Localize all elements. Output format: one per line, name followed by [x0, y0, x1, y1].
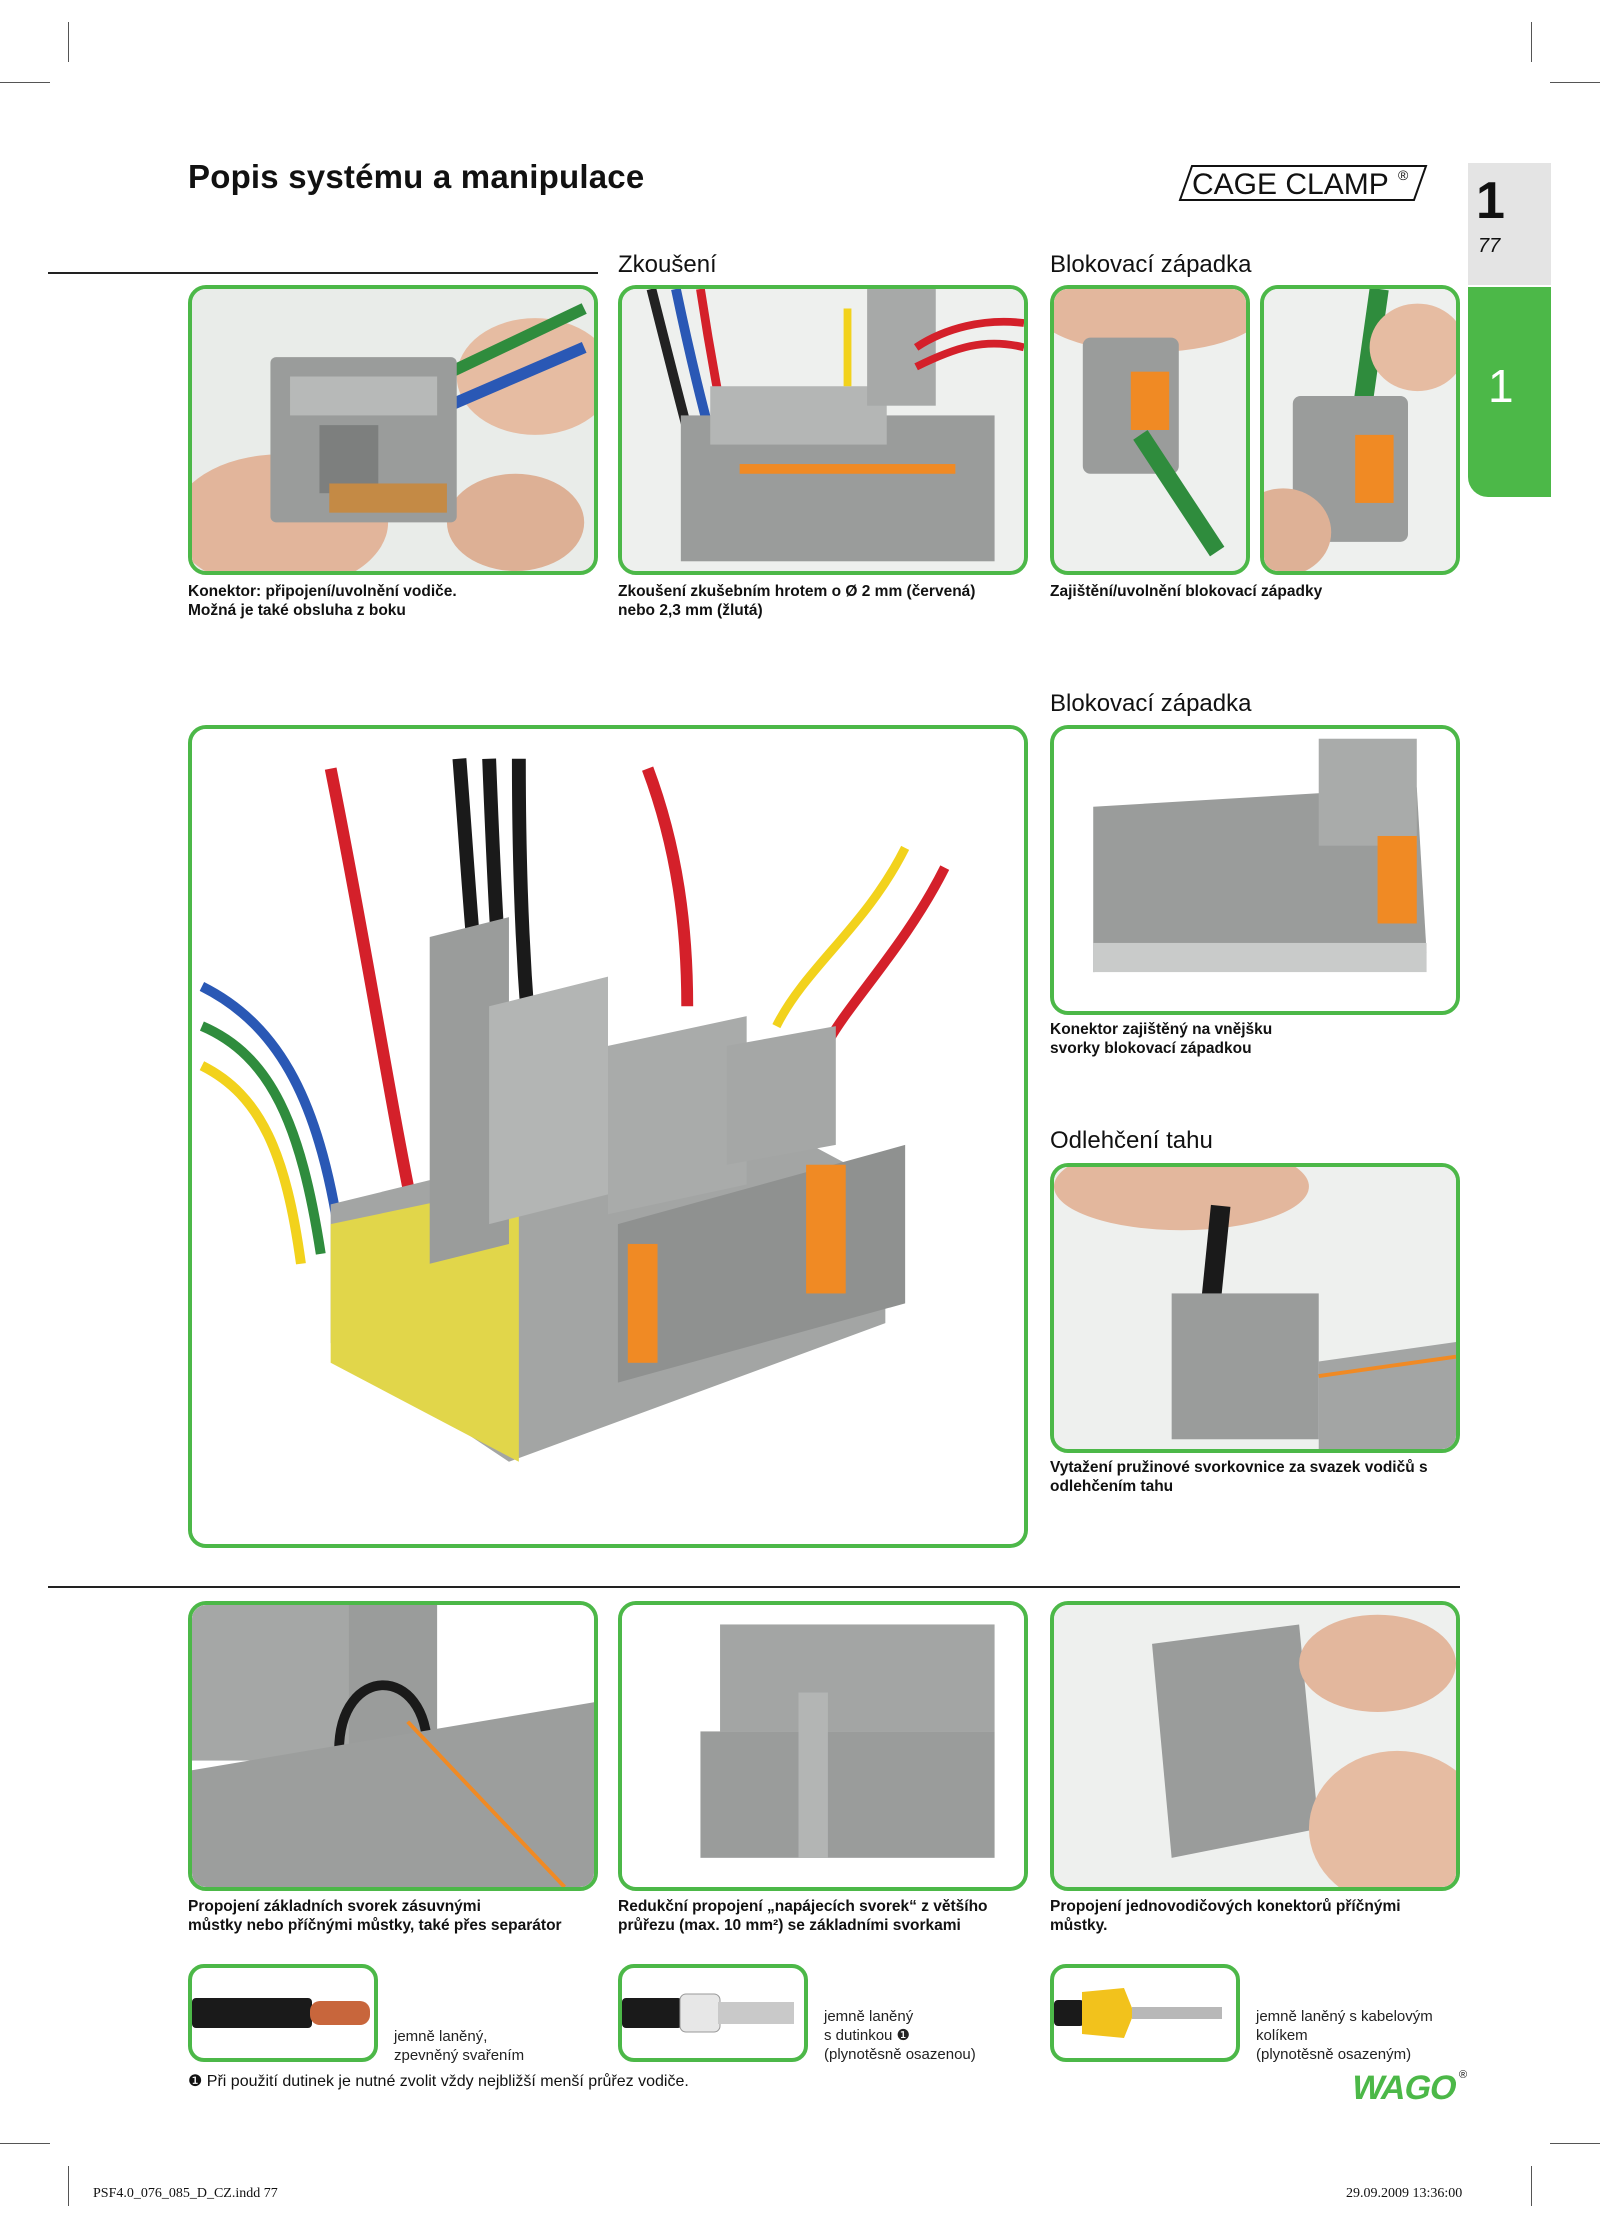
caption-line: můstky nebo příčnými můstky, také přes s… — [188, 1917, 562, 1934]
photo-bridges — [188, 1601, 598, 1891]
pin-terminal-wire-icon — [1050, 1964, 1240, 2062]
section-rule — [48, 272, 598, 274]
caption-line: Propojení základních svorek zásuvnými — [188, 1898, 481, 1915]
photo-testing-probes — [618, 285, 1028, 575]
photo-connector-latched — [1050, 725, 1460, 1015]
caption-line: Konektor: připojení/uvolnění vodiče. — [188, 583, 457, 600]
cage-clamp-logo: CAGE CLAMP ® — [1178, 160, 1428, 206]
wago-logo: WAGO ® — [1343, 2066, 1473, 2111]
caption-line: Konektor zajištěný na vnějšku — [1050, 1021, 1273, 1038]
print-slug-file: PSF4.0_076_085_D_CZ.indd 77 — [93, 2186, 278, 2201]
wire-type-line: jemně laněný s kabelovým — [1256, 2008, 1433, 2025]
photo-latch-tool — [1050, 285, 1250, 575]
wire-type-line: s dutinkou ❶ — [824, 2027, 910, 2044]
photo-single-wire-bridge — [1050, 1601, 1460, 1891]
page-number: 77 — [1478, 235, 1501, 257]
wire-type-line: jemně laněný — [824, 2008, 914, 2025]
wire-type-label: jemně laněný s dutinkou ❶ (plynotěsně os… — [824, 2007, 976, 2064]
heading-locking-latch: Blokovací západka — [1050, 251, 1252, 278]
caption-strain-relief: Vytažení pružinové svorkovnice za svazek… — [1050, 1458, 1428, 1496]
caption-testing: Zkoušení zkušebním hrotem o Ø 2 mm (červ… — [618, 582, 975, 620]
caption-line: nebo 2,3 mm (žlutá) — [618, 602, 763, 619]
wire-type-line: zpevněný svařením — [394, 2047, 525, 2064]
photo-latch-hand — [1260, 285, 1460, 575]
chapter-number: 1 — [1476, 172, 1505, 230]
crop-mark — [1531, 2166, 1532, 2206]
photo-strain-relief — [1050, 1163, 1460, 1453]
caption-line: můstky. — [1050, 1917, 1108, 1934]
wire-type-line: jemně laněný, — [394, 2028, 488, 2045]
wago-logo-text: WAGO — [1348, 2069, 1460, 2106]
crop-mark — [1550, 2143, 1600, 2144]
crop-mark — [0, 2143, 50, 2144]
heading-locking-latch-2: Blokovací západka — [1050, 690, 1252, 717]
caption-reduction: Redukční propojení „napájecích svorek“ z… — [618, 1897, 988, 1935]
caption-line: Zkoušení zkušebním hrotem o Ø 2 mm (červ… — [618, 583, 976, 600]
cage-clamp-logo-text: CAGE CLAMP — [1192, 168, 1389, 201]
caption-line: průřezu (max. 10 mm²) se základními svor… — [618, 1917, 961, 1934]
section-side-tab[interactable]: 1 — [1468, 287, 1551, 497]
wire-type-line: kolíkem — [1256, 2027, 1308, 2044]
wire-type-label: jemně laněný s kabelovým kolíkem (plynot… — [1256, 2007, 1433, 2064]
caption-connector: Konektor: připojení/uvolnění vodiče. Mož… — [188, 582, 457, 620]
caption-line: Zajištění/uvolnění blokovací západky — [1050, 583, 1323, 600]
caption-line: Redukční propojení „napájecích svorek“ z… — [618, 1898, 988, 1915]
caption-line: Vytažení pružinové svorkovnice za svazek… — [1050, 1459, 1428, 1476]
heading-testing: Zkoušení — [618, 251, 717, 278]
registered-mark: ® — [1459, 2069, 1467, 2081]
caption-line: Možná je také obsluha z boku — [188, 602, 406, 619]
caption-single-wire: Propojení jednovodičových konektorů příč… — [1050, 1897, 1401, 1935]
crop-mark — [0, 82, 50, 83]
caption-line: odlehčením tahu — [1050, 1478, 1174, 1495]
photo-reduction-bridge — [618, 1601, 1028, 1891]
footnote: ❶ Při použití dutinek je nutné zvolit vž… — [188, 2073, 689, 2090]
caption-bridges: Propojení základních svorek zásuvnými mů… — [188, 1897, 562, 1935]
print-slug-timestamp: 29.09.2009 13:36:00 — [1346, 2186, 1463, 2201]
page-title: Popis systému a manipulace — [188, 158, 645, 195]
photo-connector-wiring — [188, 285, 598, 575]
crop-mark — [68, 2166, 69, 2206]
wire-type-line: (plynotěsně osazenou) — [824, 2046, 976, 2063]
caption-locking: Zajištění/uvolnění blokovací západky — [1050, 582, 1322, 601]
crop-mark — [68, 22, 69, 62]
wire-type-line: (plynotěsně osazeným) — [1256, 2046, 1412, 2063]
crop-mark — [1531, 22, 1532, 62]
caption-line: Propojení jednovodičových konektorů příč… — [1050, 1898, 1401, 1915]
photo-terminal-block-overview — [188, 725, 1028, 1548]
crop-mark — [1550, 82, 1600, 83]
side-tab-number: 1 — [1488, 360, 1514, 412]
wire-type-label: jemně laněný, zpevněný svařením — [394, 2027, 524, 2065]
caption-connector-latched: Konektor zajištěný na vnějšku svorky blo… — [1050, 1020, 1272, 1058]
section-rule — [48, 1586, 1460, 1588]
chapter-tab: 1 77 — [1468, 163, 1551, 285]
heading-strain-relief: Odlehčení tahu — [1050, 1127, 1213, 1154]
caption-line: svorky blokovací západkou — [1050, 1040, 1252, 1057]
stranded-welded-wire-icon — [188, 1964, 378, 2062]
registered-mark: ® — [1398, 167, 1409, 183]
ferrule-wire-icon — [618, 1964, 808, 2062]
